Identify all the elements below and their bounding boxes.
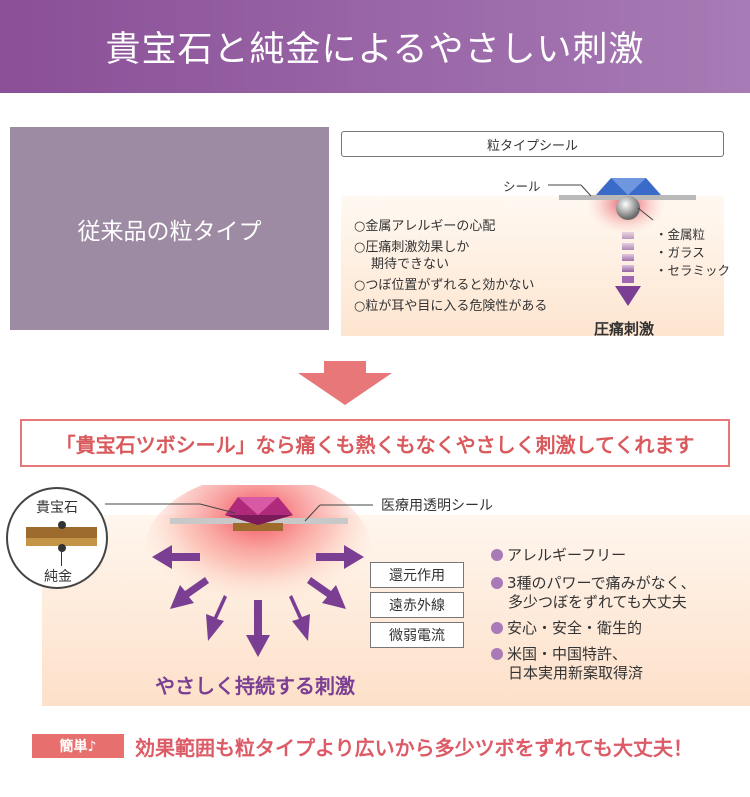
old-seal-label: シール (503, 179, 541, 194)
grain-diagram-title: 粒タイプシール (341, 131, 724, 157)
benefit-item: 多少つぼをずれても大丈夫 (508, 592, 687, 612)
benefit-text: アレルギーフリー (507, 546, 627, 564)
medical-seal-label: 医療用透明シール (381, 498, 493, 514)
benefit-text: 多少つぼをずれても大丈夫 (508, 593, 687, 611)
page-title: 貴宝石と純金によるやさしい刺激 (105, 30, 645, 70)
gold-layer (233, 523, 283, 531)
gem-layer-closeup (26, 538, 97, 546)
effect-box: 遠赤外線 (370, 592, 464, 618)
issue-item: ○圧痛刺激効果しか (354, 240, 470, 255)
gold-label: 純金 (44, 569, 72, 585)
benefit-text: 安心・安全・衛生的 (507, 619, 643, 637)
effect-label: 還元作用 (389, 568, 445, 584)
bullet-icon (491, 549, 503, 561)
pointer-dot (58, 544, 66, 552)
grain-type-item: ・セラミック (655, 263, 731, 278)
gold-layer-closeup (26, 527, 97, 538)
effect-label: 遠赤外線 (389, 598, 445, 614)
message-banner: 「貴宝石ツボシール」なら痛くも熱くもなくやさしく刺激してくれます (20, 419, 730, 467)
old-product-label-box: 従来品の粒タイプ (10, 127, 329, 330)
issue-item: ○粒が耳や目に入る危険性がある (354, 299, 548, 314)
down-arrow-icon (298, 361, 392, 405)
message-text: 「貴宝石ツボシール」なら痛くも熱くもなくやさしく刺激してくれます (55, 432, 695, 457)
issue-item: ○つぼ位置がずれると効かない (354, 278, 535, 293)
metal-grain (616, 196, 640, 220)
effect-label: 微弱電流 (389, 628, 445, 644)
footer-text: 効果範囲も粒タイプより広いから多少ツボをずれても大丈夫！ (135, 736, 693, 760)
bullet-icon (491, 577, 503, 589)
benefit-item: 3種のパワーで痛みがなく、 (491, 573, 696, 593)
grain-type-item: ・金属粒 (655, 227, 706, 242)
gentle-stimulus-label: やさしく持続する刺激 (155, 674, 355, 698)
stimulus-arrows (152, 545, 364, 657)
easy-badge-text: 簡単♪ (59, 739, 97, 755)
benefit-text: 日本実用新案取得済 (508, 664, 644, 682)
page-header: 貴宝石と純金によるやさしい刺激 (0, 0, 750, 93)
bullet-icon (491, 648, 503, 660)
issue-item: ○金属アレルギーの心配 (354, 219, 496, 234)
pointer-line (61, 548, 62, 566)
benefit-item: 安心・安全・衛生的 (491, 618, 642, 638)
bullet-icon (491, 622, 503, 634)
effect-box: 微弱電流 (370, 622, 464, 648)
pressure-stimulus-label: 圧痛刺激 (594, 320, 655, 338)
pointer-dot (58, 521, 66, 529)
benefit-text: 3種のパワーで痛みがなく、 (507, 574, 696, 592)
benefit-item: 米国・中国特許、 (491, 644, 627, 664)
benefit-text: 米国・中国特許、 (507, 645, 628, 663)
grain-type-item: ・ガラス (655, 245, 705, 260)
grain-diagram-illustration (548, 178, 696, 306)
grain-diagram-title-text: 粒タイプシール (486, 138, 578, 154)
pressure-arrow (615, 286, 641, 306)
benefit-item: アレルギーフリー (491, 545, 626, 565)
issue-item: 期待できない (371, 257, 450, 272)
easy-badge: 簡単♪ (32, 734, 124, 758)
old-product-label: 従来品の粒タイプ (77, 218, 262, 245)
gem-diagram-illustration (105, 485, 373, 657)
effect-box: 還元作用 (370, 562, 464, 588)
gem-label: 貴宝石 (36, 500, 78, 516)
benefit-item: 日本実用新案取得済 (508, 663, 643, 683)
